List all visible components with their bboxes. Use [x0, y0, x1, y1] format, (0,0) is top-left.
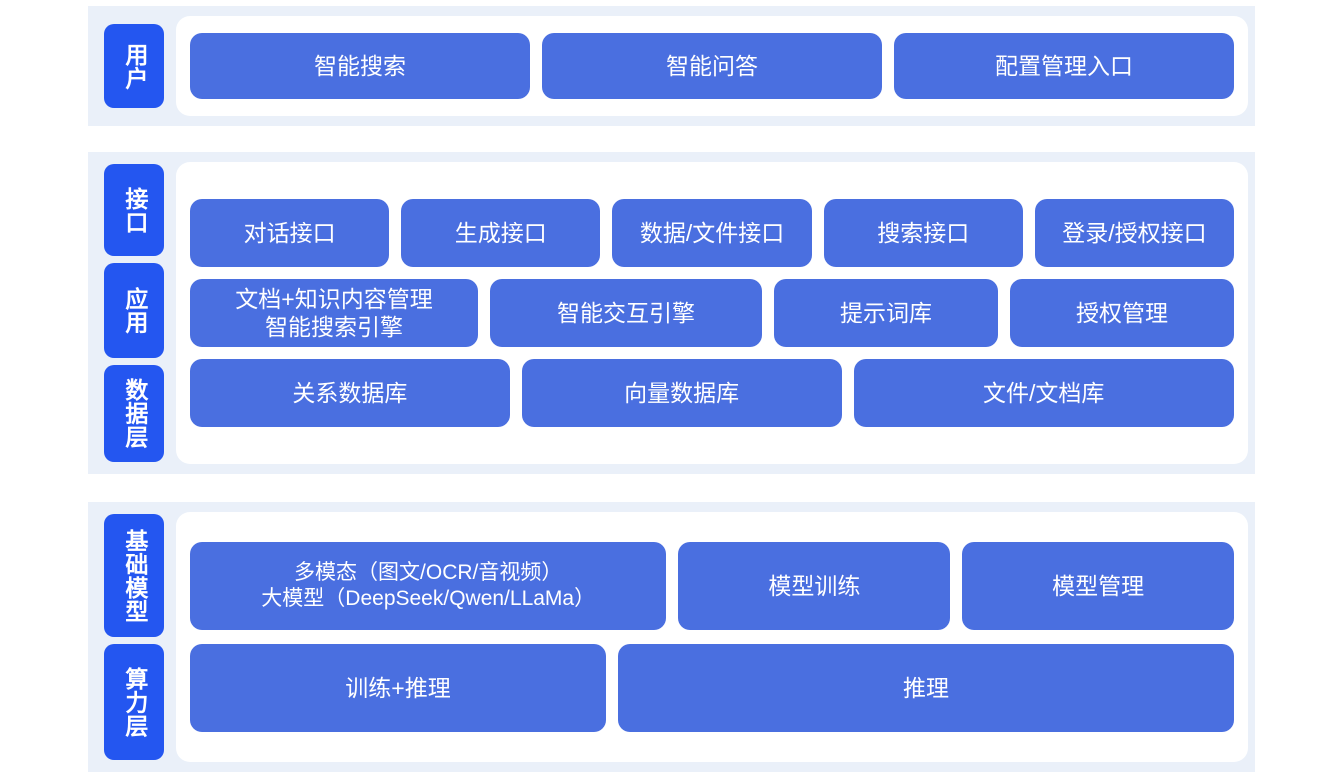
box-document-knowledge-management[interactable]: 文档+知识内容管理 智能搜索引擎 [190, 279, 478, 347]
layer-label-interface: 接口 [104, 164, 164, 257]
box-inference[interactable]: 推理 [618, 644, 1234, 732]
box-prompt-library[interactable]: 提示词库 [774, 279, 998, 347]
box-file-document-store[interactable]: 文件/文档库 [853, 359, 1234, 427]
section-base-layers: 基础模型 算力层 多模态（图文/OCR/音视频） 大模型（DeepSeek/Qw… [88, 502, 1255, 772]
layer-label-foundation-model: 基础模型 [104, 514, 164, 638]
label-column-platform: 接口 应用 数据层 [104, 152, 164, 474]
box-vector-database[interactable]: 向量数据库 [521, 359, 842, 427]
box-search-interface[interactable]: 搜索接口 [823, 199, 1023, 267]
label-column-base: 基础模型 算力层 [104, 502, 164, 772]
box-multimodal-large-model[interactable]: 多模态（图文/OCR/音视频） 大模型（DeepSeek/Qwen/LLaMa） [190, 542, 667, 630]
row-compute: 训练+推理 推理 [190, 644, 1234, 732]
box-dialog-interface[interactable]: 对话接口 [190, 199, 390, 267]
row-interface: 对话接口 生成接口 数据/文件接口 搜索接口 登录/授权接口 [190, 199, 1235, 267]
box-config-management-entry[interactable]: 配置管理入口 [894, 33, 1234, 99]
box-model-management[interactable]: 模型管理 [962, 542, 1235, 630]
box-smart-search[interactable]: 智能搜索 [190, 33, 530, 99]
row-foundation-model: 多模态（图文/OCR/音视频） 大模型（DeepSeek/Qwen/LLaMa）… [190, 542, 1235, 630]
layer-label-application: 应用 [104, 263, 164, 358]
box-smart-interaction-engine[interactable]: 智能交互引擎 [490, 279, 762, 347]
card-platform-layers: 对话接口 生成接口 数据/文件接口 搜索接口 登录/授权接口 文档+知识内容管理… [176, 162, 1248, 464]
layer-label-user: 用户 [104, 24, 164, 108]
card-user-layer: 智能搜索 智能问答 配置管理入口 [176, 16, 1248, 116]
box-smart-qa[interactable]: 智能问答 [542, 33, 882, 99]
row-data: 关系数据库 向量数据库 文件/文档库 [190, 359, 1234, 427]
box-login-auth-interface[interactable]: 登录/授权接口 [1034, 199, 1235, 267]
box-model-training[interactable]: 模型训练 [678, 542, 951, 630]
layer-label-compute: 算力层 [104, 644, 164, 760]
box-data-file-interface[interactable]: 数据/文件接口 [612, 199, 812, 267]
box-relational-database[interactable]: 关系数据库 [190, 359, 510, 427]
row-user-entries: 智能搜索 智能问答 配置管理入口 [190, 33, 1234, 99]
layer-label-data: 数据层 [104, 364, 164, 462]
row-application: 文档+知识内容管理 智能搜索引擎 智能交互引擎 提示词库 授权管理 [190, 279, 1234, 347]
label-column-user: 用户 [104, 6, 164, 126]
box-generation-interface[interactable]: 生成接口 [401, 199, 601, 267]
box-training-inference[interactable]: 训练+推理 [190, 644, 606, 732]
card-base-layers: 多模态（图文/OCR/音视频） 大模型（DeepSeek/Qwen/LLaMa）… [176, 512, 1248, 762]
box-authorization-management[interactable]: 授权管理 [1010, 279, 1234, 347]
section-platform-layers: 接口 应用 数据层 对话接口 生成接口 数据/文件接口 搜索接口 登录/授权接口… [88, 152, 1255, 474]
section-user-layer: 用户 智能搜索 智能问答 配置管理入口 [88, 6, 1255, 126]
